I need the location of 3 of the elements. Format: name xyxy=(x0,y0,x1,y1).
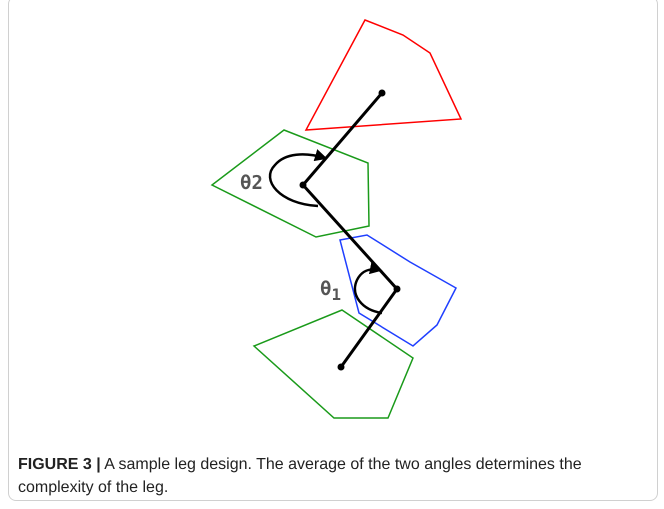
angle-label: θ$_{1}$ xyxy=(320,280,341,303)
figure-caption: FIGURE 3 | A sample leg design. The average of the two angles determines the complexity of the leg. xyxy=(18,455,583,498)
angle-label: θ2 xyxy=(240,174,263,193)
